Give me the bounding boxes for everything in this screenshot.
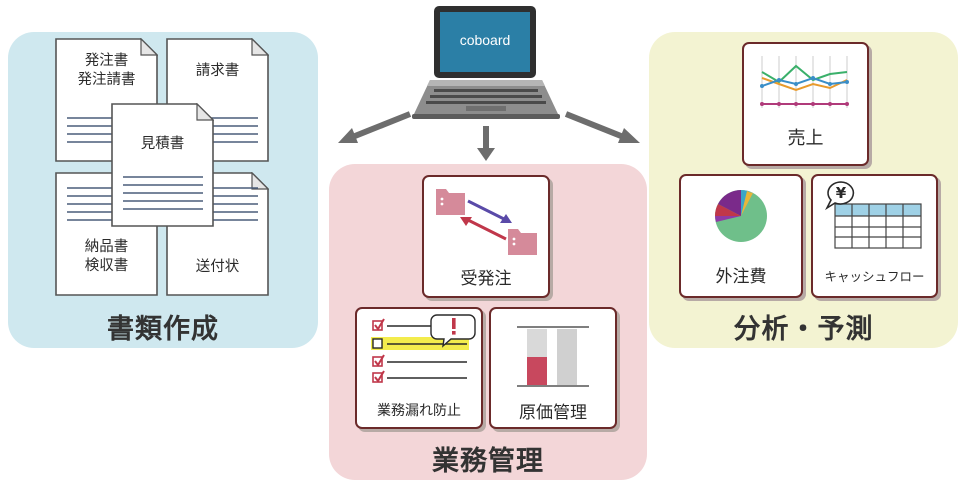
document-label-line1: 見積書: [140, 136, 185, 152]
task-prevention-label: 業務漏れ防止: [377, 403, 461, 419]
sales-line-chart-icon: [760, 56, 849, 108]
document-estimate: 見積書: [111, 103, 214, 227]
cost-management-card: 原価管理: [489, 307, 617, 429]
order-exchange-icon: [436, 189, 537, 255]
pie-chart-icon: [715, 190, 767, 242]
business-title: 業務管理: [432, 446, 544, 477]
sales-card: 売上: [742, 42, 869, 166]
document-label-line1: 請求書: [195, 63, 240, 79]
outsourcing-cost-label: 外注費: [715, 267, 767, 287]
checklist-icon: [371, 314, 476, 383]
laptop-icon: coboard: [412, 6, 560, 122]
orders-label: 受発注: [460, 269, 512, 289]
document-label-line2: 発注請書: [77, 72, 136, 88]
cashflow-table-icon: [825, 181, 922, 249]
orders-card: 受発注: [422, 175, 550, 298]
outsourcing-cost-card: 外注費: [679, 174, 803, 298]
arrow-to-analysis: [564, 111, 640, 143]
document-label-line1: 送付状: [195, 259, 240, 275]
documents-title: 書類作成: [107, 314, 219, 345]
cashflow-label: キャッシュフロー: [824, 269, 925, 284]
task-prevention-card: 業務漏れ防止: [355, 307, 483, 429]
arrow-to-business: [477, 126, 495, 161]
cost-management-label: 原価管理: [519, 403, 587, 423]
arrow-to-documents: [338, 111, 412, 143]
yen-icon: ¥: [835, 184, 847, 202]
document-label-line2: 検収書: [84, 258, 129, 274]
sales-label: 売上: [787, 128, 824, 149]
cost-bar-icon: [517, 326, 589, 387]
analysis-title: 分析・予測: [733, 314, 874, 345]
cashflow-card: ¥ キャッシュフロー: [811, 174, 938, 298]
document-label-line1: 発注書: [84, 53, 129, 69]
laptop-logo: coboard: [459, 32, 511, 48]
document-label-line1: 納品書: [84, 239, 129, 255]
